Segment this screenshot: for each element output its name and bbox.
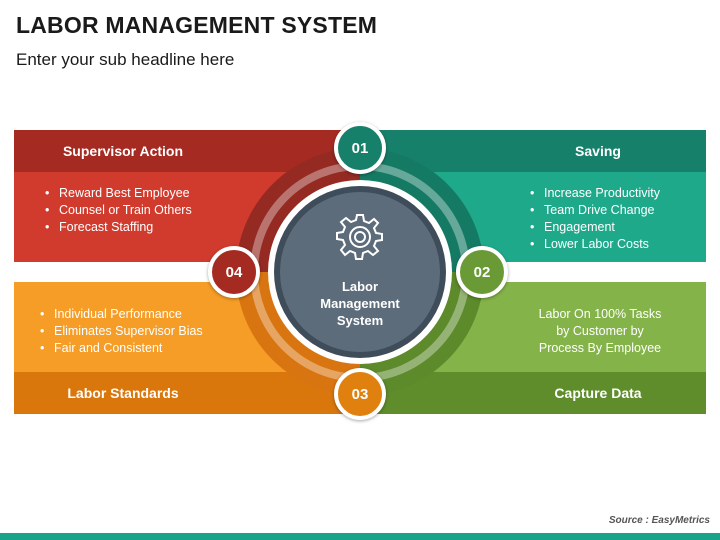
list-item: Fair and Consistent [40, 340, 203, 357]
list-item: Lower Labor Costs [530, 236, 660, 253]
capture-data-line: by Customer by [556, 324, 644, 338]
capture-data-line: Process By Employee [538, 341, 662, 355]
center-circle [280, 192, 440, 352]
ring-quadrant-orange [236, 272, 360, 396]
supervisor-action-header: Supervisor Action [62, 143, 184, 159]
center-label-line: Labor [341, 279, 379, 294]
gear-icon [336, 214, 383, 260]
bottom-accent-bar [0, 533, 720, 540]
center-label-line: Management [320, 296, 400, 311]
center-label: Labor Management System [306, 278, 414, 329]
list-item: Individual Performance [40, 306, 203, 323]
list-item: Eliminates Supervisor Bias [40, 323, 203, 340]
list-item: Reward Best Employee [45, 185, 192, 202]
step-badge-02: 02 [456, 246, 508, 298]
source-note: Source : EasyMetrics [608, 515, 710, 526]
labor-standards-list: Individual Performance Eliminates Superv… [40, 306, 203, 357]
step-badge-04: 04 [208, 246, 260, 298]
list-item: Counsel or Train Others [45, 202, 192, 219]
list-item: Increase Productivity [530, 185, 660, 202]
page-subtitle: Enter your sub headline here [16, 50, 235, 69]
list-item: Forecast Staffing [45, 219, 192, 236]
page-title: LABOR MANAGEMENT SYSTEM [16, 12, 378, 38]
step-badge-03: 03 [334, 368, 386, 420]
saving-header: Saving [575, 143, 621, 159]
list-item: Team Drive Change [530, 202, 660, 219]
capture-data-header: Capture Data [554, 385, 642, 401]
ring-quadrant-red [236, 148, 360, 272]
labor-standards-header: Labor Standards [67, 385, 179, 401]
saving-list: Increase Productivity Team Drive Change … [530, 185, 660, 253]
capture-data-text: Labor On 100% Tasks by Customer by Proce… [510, 306, 690, 357]
ring-quadrant-green [360, 272, 484, 396]
step-badge-01: 01 [334, 122, 386, 174]
center-label-line: System [336, 313, 384, 328]
supervisor-action-list: Reward Best Employee Counsel or Train Ot… [45, 185, 192, 236]
capture-data-line: Labor On 100% Tasks [538, 307, 662, 321]
list-item: Engagement [530, 219, 660, 236]
ring-quadrant-teal [360, 148, 484, 272]
